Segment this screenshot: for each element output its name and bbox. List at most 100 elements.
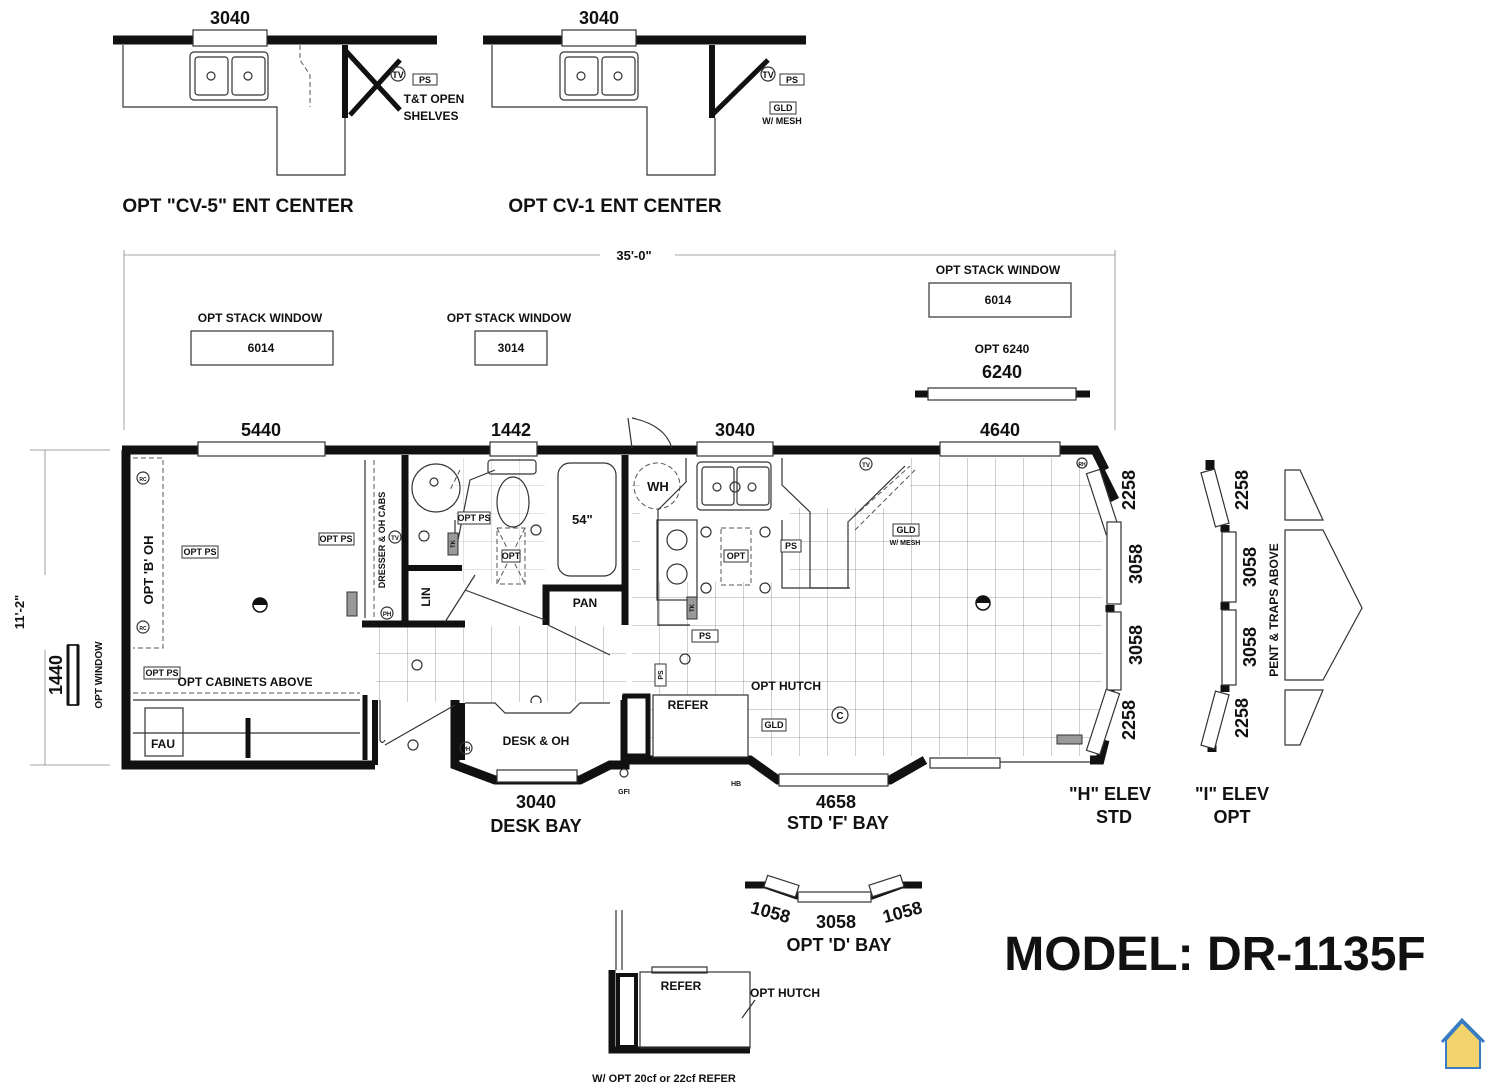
window-size: 3058: [1240, 547, 1260, 587]
hb-label: HB: [731, 781, 741, 788]
ent-center-title: OPT CV-1 ENT CENTER: [508, 196, 722, 217]
opt-6240-label: OPT 6240: [975, 342, 1030, 356]
tk-label: TK: [690, 603, 696, 612]
opt-cabinets-label: OPT CABINETS ABOVE: [178, 675, 313, 689]
bathroom: OPT PS TK OPT 54" LIN PAN: [411, 459, 617, 610]
end-window-size: 1440: [46, 655, 66, 695]
opt-hutch-label: OPT HUTCH: [751, 679, 821, 693]
stack-window-label: OPT STACK WINDOW: [447, 311, 572, 325]
gld-tag: GLD: [897, 525, 916, 535]
refer-label: REFER: [661, 979, 702, 993]
ps-tag: PS: [658, 670, 665, 680]
d-bay-window: 1058: [881, 897, 925, 927]
pent-traps-note: PENT & TRAPS ABOVE: [1267, 543, 1281, 677]
ps-tag: PS: [419, 75, 431, 85]
window-size: 2258: [1232, 470, 1252, 510]
window-size: 3058: [1126, 544, 1146, 584]
range-icon: [656, 519, 698, 601]
f-bay-size: 4658: [816, 792, 856, 812]
ph-label: PH: [383, 612, 391, 618]
tk-label: TK: [451, 539, 457, 548]
model-title: MODEL: DR-1135F: [1004, 928, 1425, 981]
house-logo-icon: [1440, 1017, 1486, 1069]
refer-label: REFER: [668, 698, 709, 712]
window-size: 3058: [1126, 625, 1146, 665]
lin-label: LIN: [419, 587, 433, 606]
elevation-title: "I" ELEV: [1195, 784, 1269, 804]
window-size: 3058: [1240, 627, 1260, 667]
tv-label: TV: [392, 70, 404, 80]
window-size: 5440: [241, 420, 281, 440]
stack-window-size: 6014: [985, 293, 1012, 307]
shelves-note-2: SHELVES: [403, 109, 458, 123]
f-bay-label: STD 'F' BAY: [787, 813, 889, 833]
opt-hutch-label: OPT HUTCH: [750, 986, 820, 1000]
tub-size: 54": [572, 512, 593, 527]
hall: DESK & OH PH GFI 3040 DESK BAY: [407, 659, 630, 836]
tv-label: TV: [762, 70, 774, 80]
ent-center-title: OPT "CV-5" ENT CENTER: [122, 196, 354, 217]
living-room: RH 4658 STD 'F' BAY: [778, 457, 1088, 833]
i-elevation: 2258 3058 3058 2258 PENT & TRAPS ABOVE "…: [1195, 460, 1363, 827]
wh-label: WH: [647, 479, 669, 494]
gld-tag: GLD: [765, 720, 784, 730]
tv-label: TV: [391, 536, 399, 542]
front-door-swing: [627, 417, 673, 449]
d-bay-label: OPT 'D' BAY: [787, 935, 892, 955]
d-bay-window: 1058: [749, 897, 793, 927]
ph-label: PH: [462, 747, 470, 753]
dresser-label: DRESSER & OH CABS: [377, 492, 387, 589]
elevation-title: "H" ELEV: [1069, 784, 1151, 804]
opt-b-oh-label: OPT 'B' OH: [141, 535, 156, 604]
ps-tag: PS: [786, 75, 798, 85]
window-size: 1442: [491, 420, 531, 440]
window-size: 3040: [715, 420, 755, 440]
rc-label: RC: [139, 477, 147, 483]
opt-6240-size: 6240: [982, 362, 1022, 382]
c-label: C: [836, 711, 843, 722]
rc-label: RC: [139, 626, 147, 632]
d-bay-window: 3058: [816, 912, 856, 932]
opt-refer-detail: REFER OPT HUTCH W/ OPT 20cf or 22cf REFE…: [592, 910, 820, 1085]
stack-window-label: OPT STACK WINDOW: [198, 311, 323, 325]
bedroom: OPT 'B' OH RC RC OPT PS OPT PS DRESSER &…: [133, 457, 402, 758]
elevation-sub: STD: [1096, 807, 1132, 827]
window-size: 2258: [1119, 700, 1139, 740]
opt-ps-tag: OPT PS: [457, 513, 490, 523]
elevation-sub: OPT: [1213, 807, 1250, 827]
window-size: 2258: [1119, 470, 1139, 510]
opt-ps-tag: OPT PS: [319, 534, 352, 544]
ps-tag: PS: [699, 631, 711, 641]
desk-bay-label: DESK BAY: [490, 816, 581, 836]
window-size: 3040: [210, 8, 250, 28]
heat-register-icon: [346, 591, 358, 617]
top-windows: 5440 1442 3040 4640: [197, 420, 1061, 457]
opt-d-bay: 1058 3058 1058 OPT 'D' BAY: [745, 874, 925, 955]
opt-fan-label: OPT: [727, 551, 746, 561]
interior-doors: [379, 574, 611, 746]
w-mesh-note: W/ MESH: [762, 116, 802, 126]
refer-option-caption: W/ OPT 20cf or 22cf REFER: [592, 1073, 736, 1085]
h-elevation: 2258 3058 3058 2258 "H" ELEV STD: [1069, 468, 1151, 827]
ent-center-cv1: 3040 TV PS GLD W/ MESH OPT CV-1 ENT CENT…: [483, 8, 806, 217]
stack-window-size: 6014: [248, 341, 275, 355]
fau-label: FAU: [151, 737, 175, 751]
pan-label: PAN: [573, 596, 597, 610]
shelves-note: T&T OPEN: [404, 92, 465, 106]
kitchen: WH OPT TK PS PS TV GLD W/ MESH PS REFER …: [622, 457, 920, 788]
opt-ps-tag: OPT PS: [183, 547, 216, 557]
gld-tag: GLD: [774, 103, 793, 113]
desk-label: DESK & OH: [503, 734, 570, 748]
overall-length: 35'-0": [616, 248, 651, 263]
sliding-door: [929, 757, 1090, 769]
window-size: 4640: [980, 420, 1020, 440]
rh-label: RH: [1078, 462, 1086, 468]
tv-label: TV: [862, 463, 870, 469]
stack-windows: OPT STACK WINDOW 6014 OPT STACK WINDOW 3…: [190, 263, 1090, 401]
opt-fan-label: OPT: [502, 551, 521, 561]
end-window-label: OPT WINDOW: [94, 641, 105, 709]
desk-bay-size: 3040: [516, 792, 556, 812]
window-size: 2258: [1232, 698, 1252, 738]
exterior-walls: [121, 445, 1120, 785]
